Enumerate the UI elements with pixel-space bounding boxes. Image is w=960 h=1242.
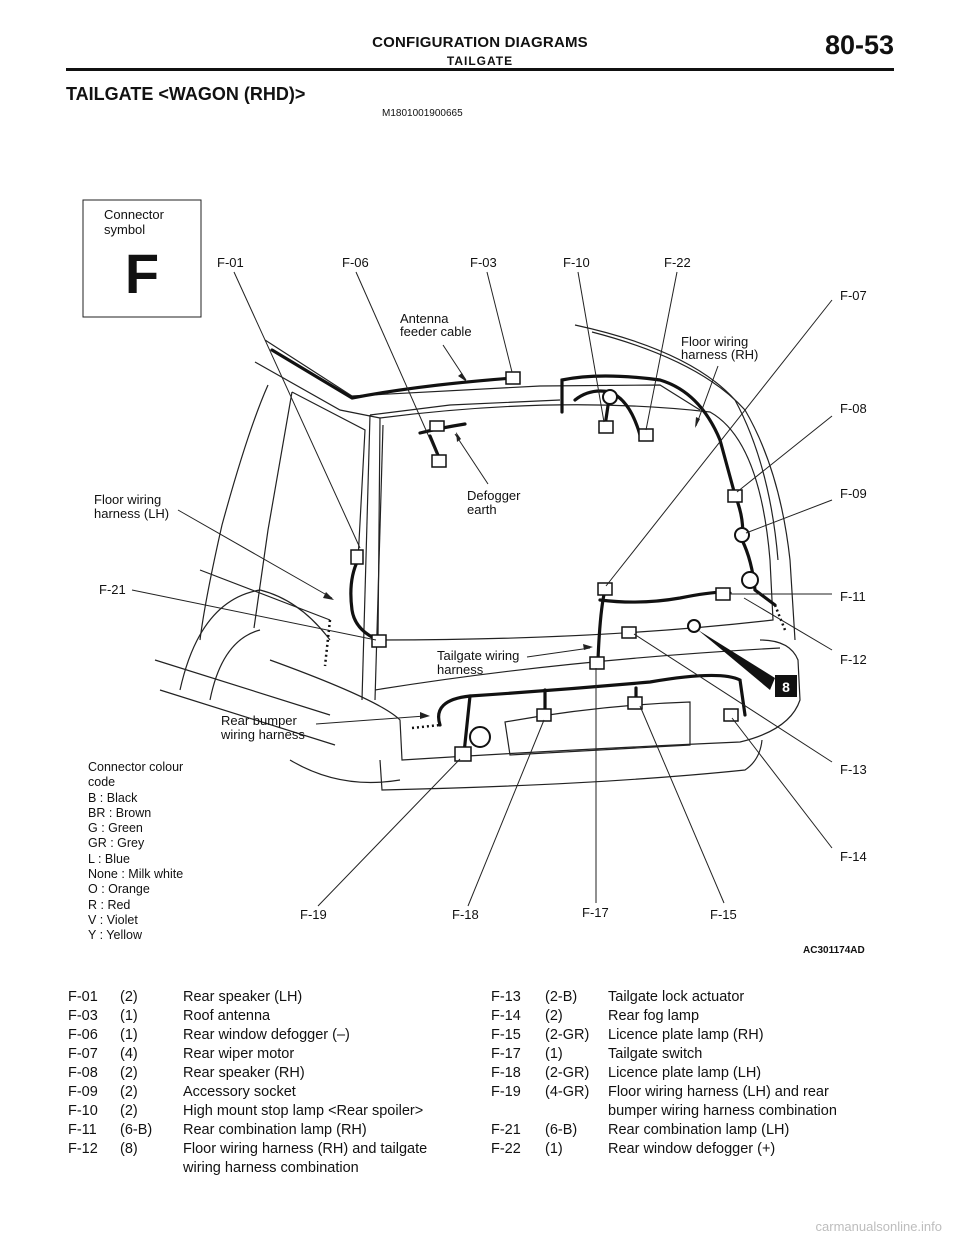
callout-f14: F-14: [840, 849, 867, 864]
connector-blocks: [350, 371, 743, 762]
leader-arrows: [323, 373, 700, 719]
connector-symbol-label-1: Connector: [104, 207, 165, 222]
legend-line: R : Red: [88, 897, 131, 912]
callout-f19: F-19: [300, 907, 327, 922]
callout-f21: F-21: [99, 582, 126, 597]
connector-table-right: F-13 (2-B) Tailgate lock actuator F-14 (…: [491, 989, 837, 1157]
legend-line: V : Violet: [88, 912, 138, 927]
legend-line: GR : Grey: [88, 836, 145, 851]
callout-f07: F-07: [840, 288, 867, 303]
header-title: CONFIGURATION DIAGRAMS: [372, 34, 588, 51]
callout-f08: F-08: [840, 401, 867, 416]
legend-line: code: [88, 775, 116, 790]
round-components: [469, 389, 759, 748]
legend-line: BR : Brown: [88, 805, 152, 820]
label-rear-bumper-2: wiring harness: [220, 727, 305, 742]
legend-line: O : Orange: [88, 882, 150, 897]
callout-f12: F-12: [840, 652, 867, 667]
callout-f09: F-09: [840, 486, 867, 501]
label-rear-bumper-1: Rear bumper: [221, 713, 298, 728]
header-subtitle: TAILGATE: [446, 54, 514, 68]
vehicle-outline: [154, 324, 801, 791]
callout-f22: F-22: [664, 255, 691, 270]
marker-8-label: 8: [782, 679, 790, 695]
callout-f10: F-10: [563, 255, 590, 270]
label-floor-rh-1: Floor wiring: [681, 334, 748, 349]
callout-f15: F-15: [710, 907, 737, 922]
callout-f01: F-01: [217, 255, 244, 270]
leader-lines: [131, 271, 833, 907]
label-antenna-2: feeder cable: [400, 324, 472, 339]
connector-symbol-label-2: symbol: [104, 222, 145, 237]
label-floor-lh-1: Floor wiring: [94, 492, 161, 507]
label-antenna-1: Antenna: [400, 311, 449, 326]
connector-symbol-letter: F: [125, 242, 159, 305]
tailgate-wiring-diagram: Connector symbol F: [82, 199, 867, 922]
figure-id: AC301174AD: [803, 945, 865, 956]
label-defogger-1: Defogger: [467, 488, 521, 503]
label-floor-lh-2: harness (LH): [94, 506, 169, 521]
section-title: TAILGATE <WAGON (RHD)>: [66, 84, 306, 104]
legend-line: B : Black: [88, 790, 138, 805]
legend-line: Y : Yellow: [88, 928, 142, 943]
callout-f18: F-18: [452, 907, 479, 922]
callout-f11: F-11: [840, 589, 866, 604]
legend-line: None : Milk white: [88, 867, 184, 882]
legend-line: L : Blue: [88, 851, 130, 866]
watermark-text: carmanualsonline.info: [815, 1219, 942, 1234]
connector-colour-legend: Connector colour code B : Black BR : Bro…: [88, 760, 183, 944]
harness-marker-8: 8: [698, 630, 797, 697]
callout-f17: F-17: [582, 905, 609, 920]
header-rule: [66, 68, 894, 71]
label-defogger-2: earth: [467, 502, 497, 517]
page-number: 80-53: [824, 30, 894, 60]
callout-f13: F-13: [840, 762, 867, 777]
label-tailgate-2: harness: [437, 662, 484, 677]
label-floor-rh-2: harness (RH): [681, 347, 758, 362]
connector-symbol-box: Connector symbol F: [82, 199, 202, 318]
legend-line: G : Green: [88, 821, 143, 836]
connector-table-left: F-01 (2) Rear speaker (LH) F-03 (1) Roof…: [68, 989, 428, 1176]
callout-f06: F-06: [342, 255, 369, 270]
document-id: M1801001900665: [382, 108, 463, 119]
legend-line: Connector colour: [88, 760, 184, 774]
callout-f03: F-03: [470, 255, 497, 270]
label-tailgate-1: Tailgate wiring: [437, 648, 519, 663]
